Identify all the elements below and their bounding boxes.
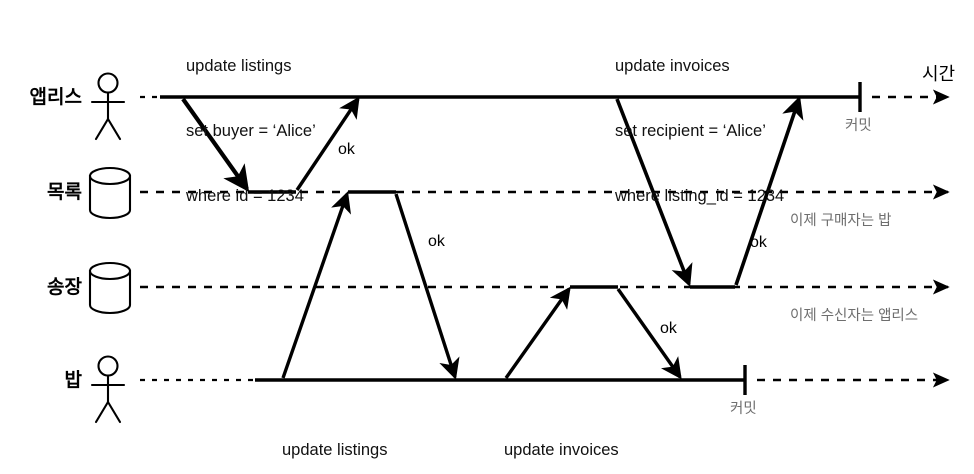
sql-line: set buyer = ‘Alice’ [186,121,316,140]
message-bob-to-listings [281,191,351,379]
message-invoices-to-bob-ok [616,288,682,380]
sql-block-alice-update-invoices: update invoices set recipient = ‘Alice’ … [615,12,784,251]
sql-line: update invoices [615,56,730,75]
message-label-ok-bob-listings: ok [428,233,445,250]
commit-label-bob: 커밋 [730,401,757,417]
message-invoices-to-alice-ok [734,96,804,286]
lifeline-label-invoices: 송장 [47,277,82,298]
lifeline-alice [140,82,950,112]
lifeline-label-listings: 목록 [47,182,82,203]
message-label-ok-bob-invoices: ok [660,320,677,337]
sql-line: set recipient = ‘Alice’ [615,121,766,140]
message-listings-to-alice-ok [295,96,360,191]
stick-figure-icon [90,72,126,141]
message-label-ok-alice-listings: ok [338,141,355,158]
database-cylinder-icon [88,166,132,220]
message-listings-to-bob-ok [394,193,460,380]
message-alice-to-invoices [615,98,693,287]
sql-line: update listings [282,440,388,459]
sql-line: update listings [186,56,292,75]
lifeline-bob [140,365,950,395]
stick-figure-icon [90,355,126,424]
sql-line: update invoices [504,440,619,459]
message-bob-to-invoices [504,286,571,379]
note-listings-buyer: 이제 구매자는 밥 [790,213,892,229]
message-label-ok-alice-invoices: ok [750,234,767,251]
message-alice-to-listings [181,97,250,192]
lifeline-label-alice: 앱리스 [29,87,82,108]
commit-label-alice: 커밋 [845,118,872,134]
time-axis-label: 시간 [922,64,956,84]
database-cylinder-icon [88,261,132,315]
sql-line: where id = 1234 [186,187,304,206]
sql-block-alice-update-listings: update listings set buyer = ‘Alice’ wher… [186,12,316,251]
note-invoices-recipient: 이제 수신자는 앱리스 [790,308,919,324]
sql-block-bob-update-invoices: update invoices set recipient = ‘Bob’ wh… [504,396,673,474]
sql-block-bob-update-listings: update listings set buyer = ‘Bob’ where … [282,396,405,474]
lifeline-label-bob: 밥 [64,370,82,391]
sql-line: where listing_id = 1234 [615,187,785,206]
